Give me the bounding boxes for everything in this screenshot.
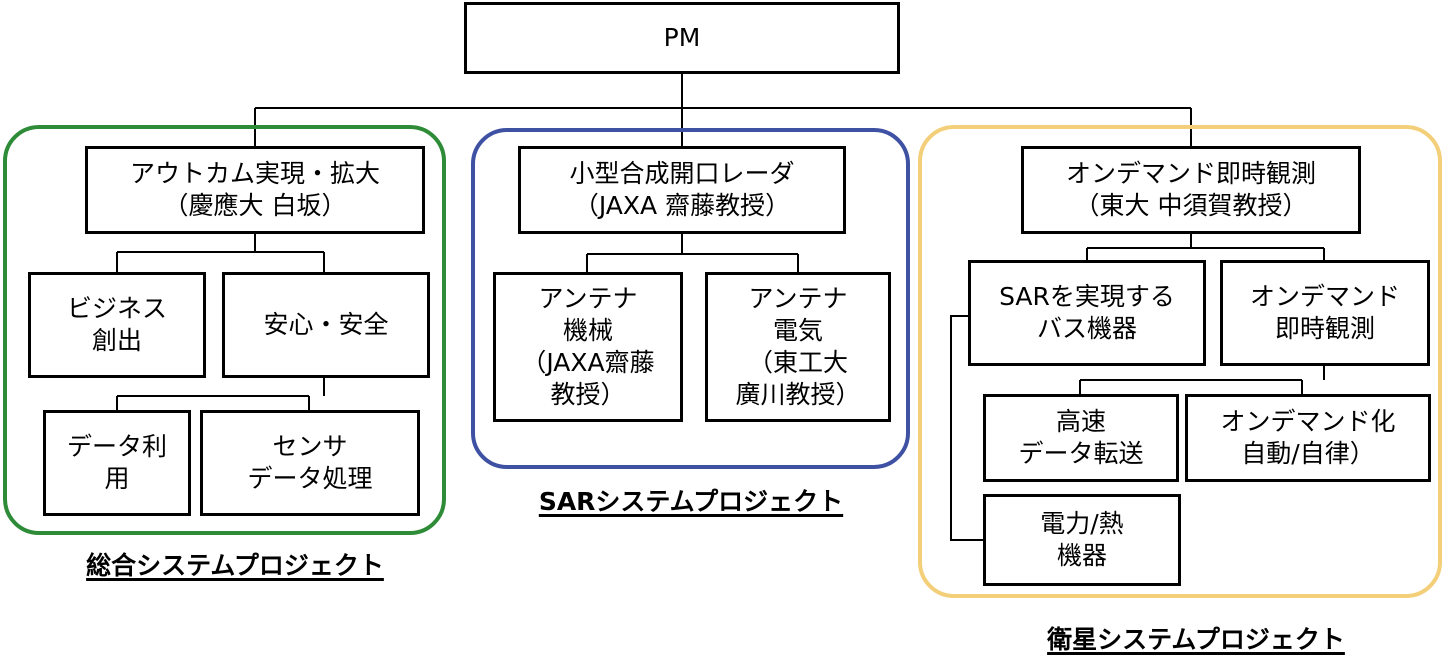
sar-antenna-elec-label: アンテナ 電気 （東工大 廣川教授） <box>735 284 861 409</box>
group-frame-eisei <box>918 125 1442 598</box>
sogo-group-title: 総合システムプロジェクト <box>86 551 384 580</box>
eisei-power-label: 電力/熱 機器 <box>1040 509 1124 570</box>
eisei-autonomy-box: オンデマンド化 自動/自律） <box>1185 394 1431 482</box>
sogo-lead-box: アウトカム実現・拡大 （慶應大 白坂） <box>85 146 425 234</box>
sar-antenna-mech-label: アンテナ 機械 （JAXA齋藤 教授） <box>521 284 655 409</box>
pm-box: PM <box>464 2 900 74</box>
group-frame-sar <box>471 128 910 469</box>
sar-lead-label: 小型合成開口レーダ （JAXA 齋藤教授） <box>569 159 795 220</box>
eisei-bus-box: SARを実現する バス機器 <box>968 260 1206 366</box>
eisei-highspeed-label: 高速 データ転送 <box>1018 407 1144 468</box>
sogo-data-label: データ利 用 <box>66 432 167 493</box>
eisei-group-title: 衛星システムプロジェクト <box>1047 625 1345 654</box>
pm-label: PM <box>663 23 701 52</box>
eisei-lead-box: オンデマンド即時観測 （東大 中須賀教授） <box>1021 146 1361 234</box>
sogo-sensor-label: センサ データ処理 <box>247 432 373 493</box>
sar-antenna-elec-box: アンテナ 電気 （東工大 廣川教授） <box>705 272 891 422</box>
sogo-business-box: ビジネス 創出 <box>28 272 206 378</box>
eisei-autonomy-label: オンデマンド化 自動/自律） <box>1220 407 1396 468</box>
eisei-power-box: 電力/熱 機器 <box>983 494 1181 586</box>
sogo-data-box: データ利 用 <box>43 410 191 516</box>
sogo-sensor-box: センサ データ処理 <box>200 410 420 516</box>
eisei-lead-label: オンデマンド即時観測 （東大 中須賀教授） <box>1065 159 1316 220</box>
eisei-highspeed-box: 高速 データ転送 <box>983 394 1179 482</box>
sar-antenna-mech-box: アンテナ 機械 （JAXA齋藤 教授） <box>493 272 683 422</box>
eisei-ondemand-box: オンデマンド 即時観測 <box>1220 260 1430 366</box>
eisei-bus-label: SARを実現する バス機器 <box>999 282 1175 343</box>
eisei-ondemand-label: オンデマンド 即時観測 <box>1249 282 1400 343</box>
group-frame-sogo <box>3 125 446 535</box>
sar-lead-box: 小型合成開口レーダ （JAXA 齋藤教授） <box>518 146 846 234</box>
sogo-anshin-label: 安心・安全 <box>263 310 389 339</box>
sar-group-title: SARシステムプロジェクト <box>538 487 844 516</box>
sogo-anshin-box: 安心・安全 <box>222 272 430 378</box>
sogo-business-label: ビジネス 創出 <box>66 294 167 355</box>
sogo-lead-label: アウトカム実現・拡大 （慶應大 白坂） <box>129 159 380 220</box>
